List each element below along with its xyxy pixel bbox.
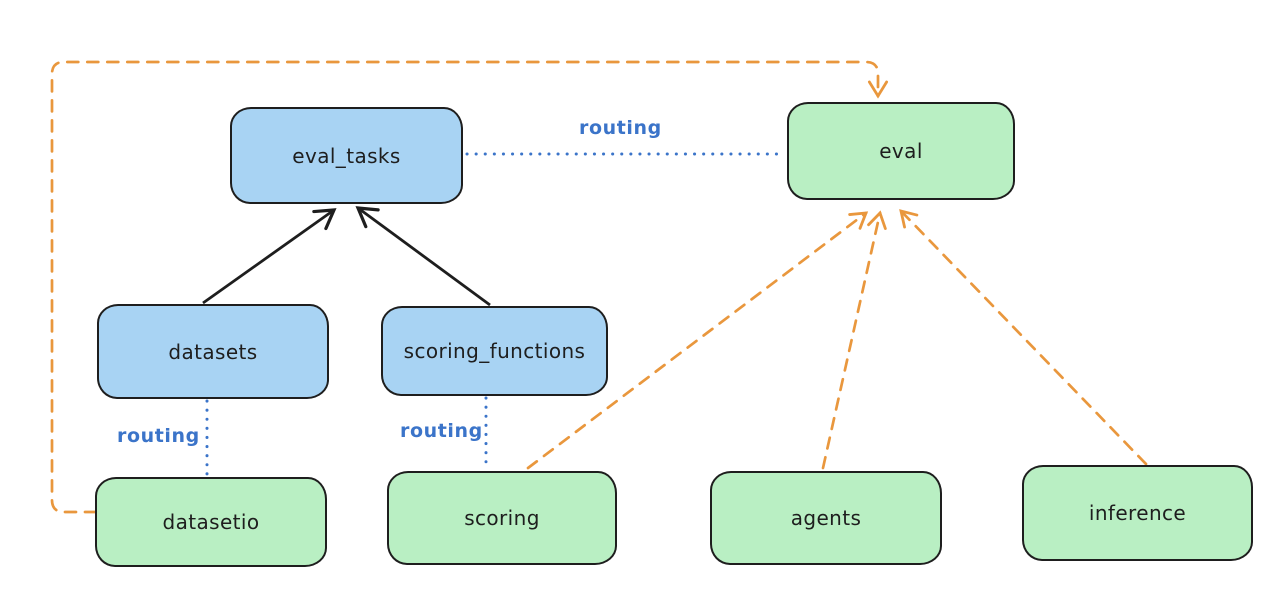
node-eval-tasks-label: eval_tasks xyxy=(292,143,401,168)
node-datasetio-label: datasetio xyxy=(162,510,260,534)
node-inference: inference xyxy=(1022,465,1253,561)
node-agents: agents xyxy=(710,471,942,565)
node-scoring: scoring xyxy=(387,471,617,565)
node-scoring-functions-label: scoring_functions xyxy=(403,339,586,363)
node-scoring-label: scoring xyxy=(464,506,540,530)
edge-agents-to-eval xyxy=(821,210,887,470)
node-datasets: datasets xyxy=(97,304,329,399)
edge-inference-to-eval xyxy=(899,209,1148,466)
node-agents-label: agents xyxy=(790,506,862,530)
node-inference-label: inference xyxy=(1088,501,1187,525)
node-scoring-functions: scoring_functions xyxy=(381,306,608,396)
node-eval-label: eval xyxy=(879,139,923,163)
node-eval: eval xyxy=(787,102,1015,200)
node-datasetio: datasetio xyxy=(95,477,327,567)
node-datasets-label: datasets xyxy=(168,339,258,364)
edge-datasets-to-eval-tasks xyxy=(202,208,337,305)
edge-label-routing-scoring-functions-scoring: routing xyxy=(400,420,483,442)
edge-label-routing-eval-tasks-eval: routing xyxy=(579,117,662,139)
node-eval-tasks: eval_tasks xyxy=(230,107,463,204)
edge-scoring-to-eval xyxy=(526,211,869,470)
edge-scoring-functions-to-eval-tasks xyxy=(355,206,491,307)
edge-label-routing-datasets-datasetio: routing xyxy=(117,425,200,447)
edge-datasetio-to-eval xyxy=(50,60,889,514)
